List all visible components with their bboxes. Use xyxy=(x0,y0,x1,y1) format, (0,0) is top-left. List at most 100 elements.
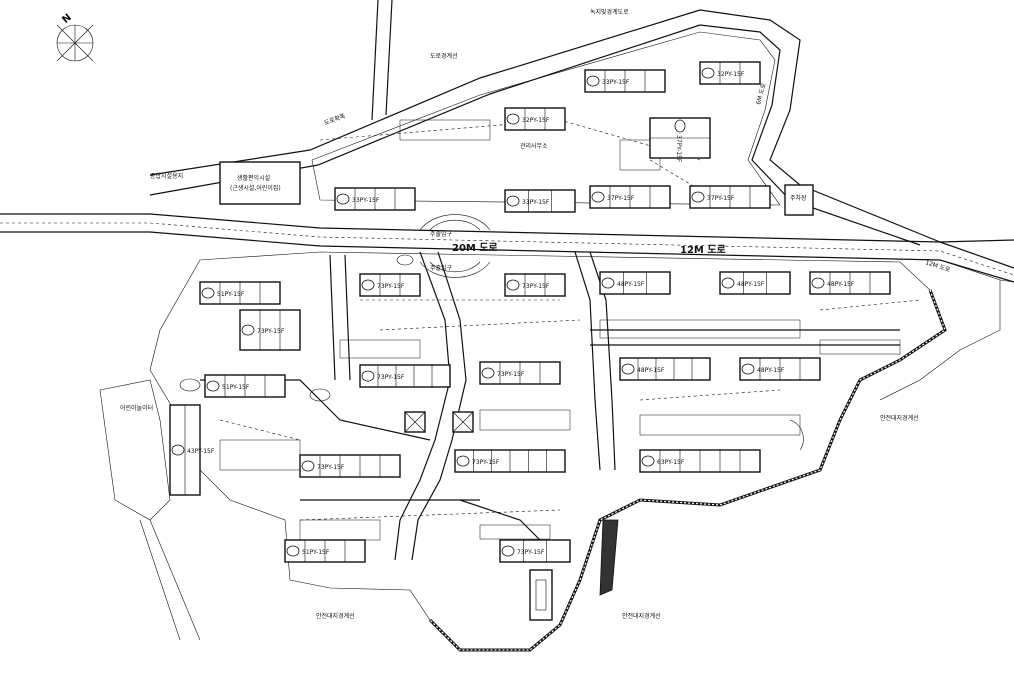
building-number-tag xyxy=(171,444,185,456)
building-number-tag xyxy=(286,545,300,557)
apartment-building: 48PY-15F xyxy=(719,271,791,295)
building-number-tag xyxy=(721,277,735,289)
management-office-label: 관리사무소 xyxy=(520,142,548,150)
apartment-building: 37PY-15F xyxy=(689,185,771,209)
retaining-wall-right-label: 안전대지경계선 xyxy=(880,414,919,422)
apartment-type-label: 33PY-15F xyxy=(352,197,380,204)
building-number-tag xyxy=(206,380,220,392)
apartment-building: 73PY-15F xyxy=(504,273,566,297)
right-outer-boundary xyxy=(879,259,1014,401)
building-number-tag xyxy=(506,113,520,125)
apartment-building: 33PY-15F xyxy=(334,187,416,211)
internal-roads xyxy=(200,251,900,561)
apartment-type-label: 48PY-15F xyxy=(737,281,765,288)
playground-label: 어린이놀이터 xyxy=(120,404,153,412)
building-number-tag xyxy=(691,191,705,203)
apartment-building: 48PY-15F xyxy=(809,271,891,295)
apartment-type-label: 73PY-15F xyxy=(377,374,405,381)
building-number-tag xyxy=(741,363,755,375)
apartment-type-label: 51PY-15F xyxy=(302,549,330,556)
apartment-type-label: 32PY-15F xyxy=(717,71,745,78)
apartment-type-label: 37PY-15F xyxy=(707,195,735,202)
apartment-building-outline xyxy=(504,273,566,297)
building-number-tag xyxy=(456,455,470,467)
apartment-building-outline xyxy=(599,271,671,295)
apartment-building: 51PY-15F xyxy=(284,539,366,563)
apartment-building: 73PY-15F xyxy=(359,273,421,297)
apartment-type-label: 32PY-15F xyxy=(522,117,550,124)
apartment-building-outline xyxy=(719,271,791,295)
apartment-building-outline xyxy=(619,357,711,381)
apartment-building: 73PY-15F xyxy=(479,361,561,385)
north-arrow-compass-icon: N xyxy=(56,12,94,62)
building-number-tag xyxy=(361,279,375,291)
apartment-building: 32PY-15F xyxy=(504,107,566,131)
retaining-wall-bottom-left-label: 안전대지경계선 xyxy=(316,612,355,620)
apartment-type-label: 73PY-15F xyxy=(377,283,405,290)
apartment-type-label: 37PY-15F xyxy=(607,195,635,202)
apartment-building: 48PY-15F xyxy=(619,357,711,381)
apartment-building: 32PY-15F xyxy=(699,61,761,85)
apartment-building: 73PY-15F xyxy=(499,539,571,563)
apartment-building: 51PY-15F xyxy=(199,281,281,305)
slope-hatch xyxy=(599,519,619,596)
building-number-tag xyxy=(361,370,375,382)
building-number-tag xyxy=(701,67,715,79)
apartment-building: 37PY-15F xyxy=(589,185,671,209)
road-20m-label: 20M 도로 xyxy=(452,242,498,254)
apartment-building-outline xyxy=(504,189,576,213)
facility-building-sublabel: (근생시설,어린이집) xyxy=(230,184,281,192)
main-gate-bottom-label: 주출입구 xyxy=(430,264,453,272)
building-number-tag xyxy=(621,363,635,375)
apartment-type-label: 63PY-15F xyxy=(657,459,685,466)
apartment-building: 73PY-15F xyxy=(359,364,451,388)
apartment-building: 33PY-15F xyxy=(584,69,666,93)
top-right-note-label: 녹지및경계도로 xyxy=(590,8,629,16)
apartment-building-outline xyxy=(299,454,401,478)
building-number-tag xyxy=(241,324,255,336)
apartment-type-label: 48PY-15F xyxy=(637,367,665,374)
apartment-type-label: 73PY-15F xyxy=(517,549,545,556)
apartment-buildings: 33PY-15F 32PY-15F 33PY-15F 37PY-15F 32PY-15F… xyxy=(169,61,891,563)
main-road-20m xyxy=(0,213,1014,283)
apartment-type-label: 73PY-15F xyxy=(497,371,525,378)
apartment-building-outline xyxy=(359,273,421,297)
building-number-tag xyxy=(336,193,350,205)
main-gate-top-label: 주출입구 xyxy=(430,230,453,238)
facility-left-label: 종합시설용지 xyxy=(150,172,183,180)
road-12m-label: 12M 도로 xyxy=(680,244,726,256)
apartment-building: 51PY-15F xyxy=(204,374,286,398)
building-number-tag xyxy=(201,287,215,299)
apartment-type-label: 73PY-15F xyxy=(522,283,550,290)
apartment-type-label: 48PY-15F xyxy=(827,281,855,288)
building-number-tag xyxy=(674,119,686,133)
apartment-type-label: 33PY-15F xyxy=(522,199,550,206)
apartment-building: 33PY-15F xyxy=(504,189,576,213)
apartment-type-label: 73PY-15F xyxy=(472,459,500,466)
building-number-tag xyxy=(301,460,315,472)
apartment-building: 48PY-15F xyxy=(739,357,821,381)
building-number-tag xyxy=(506,195,520,207)
apartment-building: 73PY-15F xyxy=(299,454,401,478)
retaining-wall-bottom-right-label: 안전대지경계선 xyxy=(622,612,661,620)
apartment-type-label: 33PY-15F xyxy=(602,79,630,86)
apartment-type-label: 43PY-15F xyxy=(187,448,215,455)
apartment-building: 73PY-15F xyxy=(239,309,301,351)
apartment-building: 63PY-15F xyxy=(639,449,761,473)
building-number-tag xyxy=(501,545,515,557)
building-number-tag xyxy=(591,191,605,203)
apartment-building: 73PY-15F xyxy=(454,449,566,473)
top-note-label: 도로경계선 xyxy=(430,52,458,60)
apartment-type-label: 51PY-15F xyxy=(222,384,250,391)
apartment-building: 48PY-15F xyxy=(599,271,671,295)
road-small-top-label: 6M 도로 xyxy=(755,82,768,105)
apartment-type-label: 51PY-15F xyxy=(217,291,245,298)
apartment-type-label: 73PY-15F xyxy=(257,328,285,335)
left-lobe-boundary xyxy=(99,379,201,641)
building-number-tag xyxy=(601,277,615,289)
apartment-building-outline xyxy=(699,61,761,85)
apartment-building-outline xyxy=(359,364,451,388)
apartment-type-label: 73PY-15F xyxy=(317,464,345,471)
